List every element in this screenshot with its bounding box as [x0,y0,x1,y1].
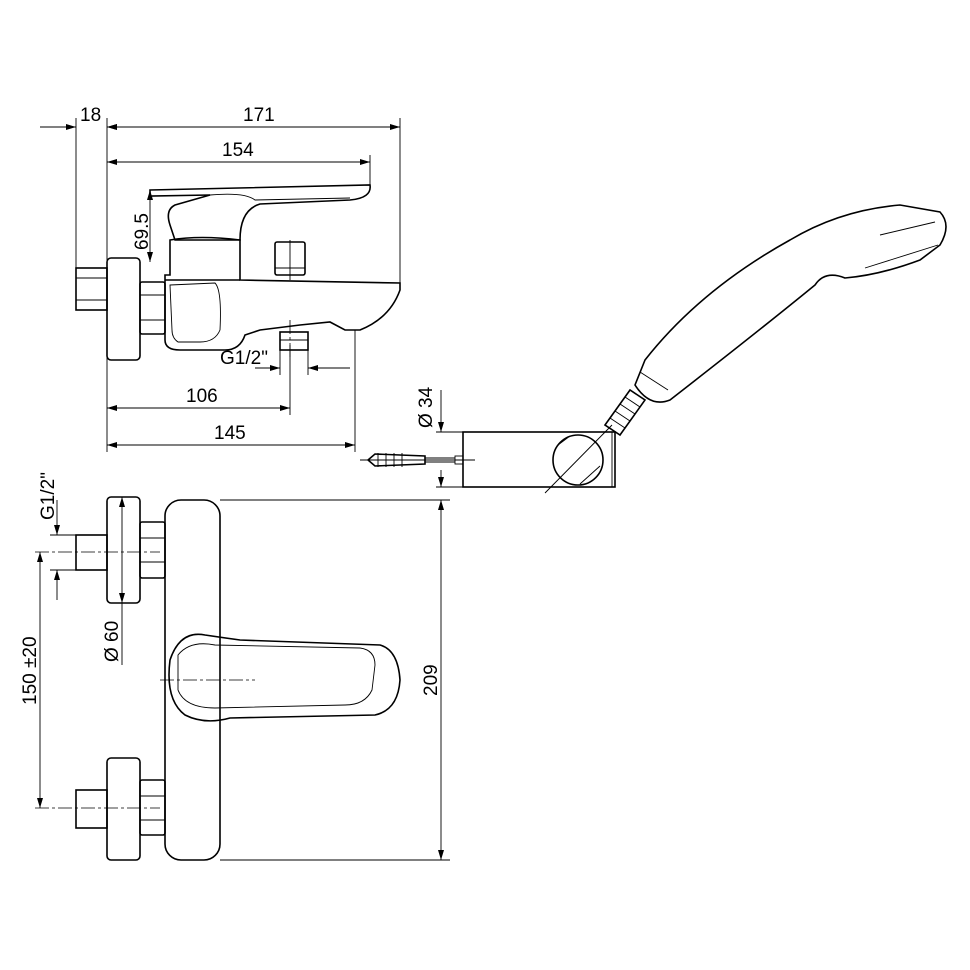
dim-145: 145 [214,423,246,444]
dim-holder-diameter: Ø 34 [416,386,437,428]
dim-flange-diameter: Ø 60 [102,621,123,662]
dim-209: 209 [421,664,442,696]
dim-thread-front: G1/2" [38,472,59,520]
dim-69-5: 69.5 [132,213,153,250]
dim-thread-top: G1/2" [220,348,268,369]
dim-154: 154 [222,140,254,161]
hose-thread [603,388,647,437]
shower-holder: Ø 34 [360,386,616,494]
hand-shower [603,204,947,437]
side-view: 18 171 154 69.5 [40,105,401,452]
dim-spacing: 150 ±20 [20,636,41,705]
dim-18: 18 [80,105,101,126]
dim-106: 106 [186,386,218,407]
front-view: G1/2" Ø 60 150 ±20 209 [20,472,450,861]
dim-171: 171 [243,105,275,126]
